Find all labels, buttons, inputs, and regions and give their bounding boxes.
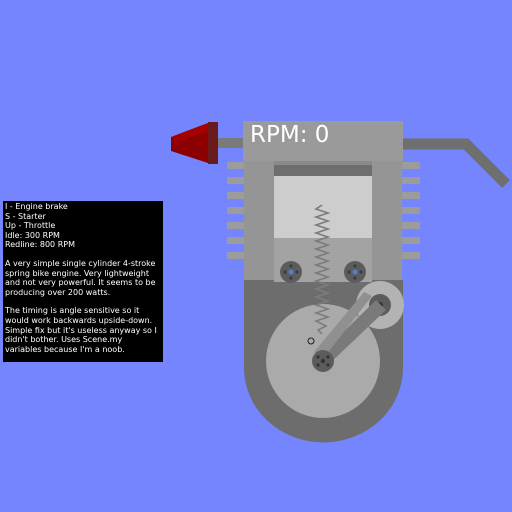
rpm-readout: RPM: 0: [250, 122, 330, 148]
control-throttle: Up - Throttle: [5, 221, 56, 231]
connecting-rod: [314, 292, 386, 365]
idle-rpm: Idle: 300 RPM: [5, 230, 60, 240]
exhaust-pipe: [395, 138, 510, 188]
redline-rpm: Redline: 800 RPM: [5, 240, 75, 250]
piston-bolt-left: [280, 261, 302, 283]
control-starter: S - Starter: [5, 211, 46, 221]
air-intake: [171, 122, 245, 164]
crank-hub: [312, 350, 334, 372]
valve-spring: [307, 204, 331, 345]
cooling-fins-right: [402, 162, 420, 259]
piston-bolt-right: [344, 261, 366, 283]
cooling-fins-left: [227, 162, 245, 259]
engine-description: A very simple single cylinder 4-stroke s…: [5, 258, 156, 297]
engine-notes: The timing is angle sensitive so it woul…: [5, 306, 157, 354]
cylinder-walls: [244, 160, 402, 280]
cylinder-head: [243, 121, 403, 161]
combustion-chamber: [274, 176, 372, 238]
control-engine-brake: I - Engine brake: [5, 202, 68, 211]
info-panel: I - Engine brake S - Starter Up - Thrott…: [3, 201, 163, 362]
